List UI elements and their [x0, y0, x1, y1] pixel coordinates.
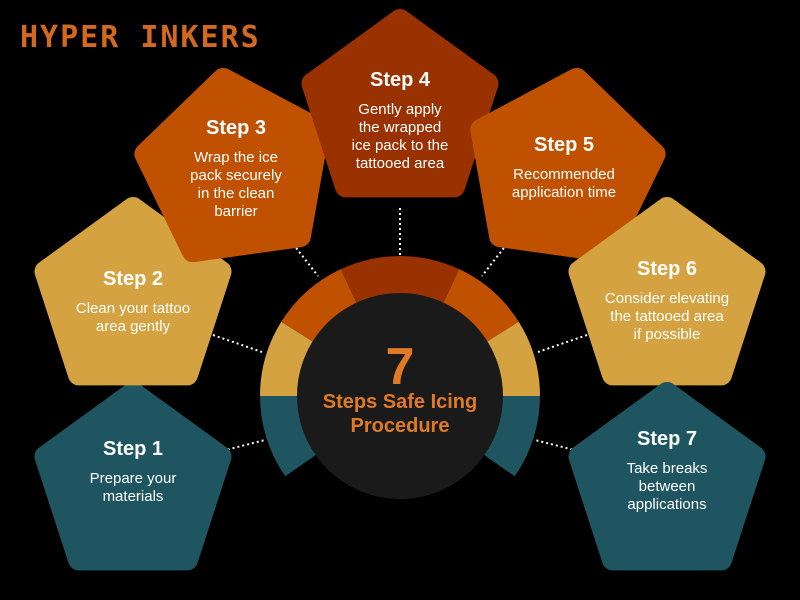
step-2-card — [34, 197, 232, 386]
connector-line-1 — [217, 439, 266, 453]
step-6-desc-line-2: the tattooed area — [610, 308, 724, 325]
ring-segment-1 — [260, 396, 320, 477]
step-3-desc-line-1: Wrap the ice — [194, 149, 278, 166]
center-title-line1: Steps Safe Icing — [323, 391, 478, 413]
ring-segment-5 — [441, 269, 519, 345]
step-6-card — [568, 197, 766, 386]
step-5-desc-line-1: Recommended — [513, 166, 615, 183]
ring-segment-7 — [480, 396, 540, 477]
step-1-title: Step 1 — [103, 438, 163, 460]
step-6-desc-line-1: Consider elevating — [605, 290, 729, 307]
step-3-desc-line-4: barrier — [214, 203, 257, 220]
step-4-desc-line-1: Gently apply — [358, 101, 442, 118]
step-5-desc-line-2: application time — [512, 184, 616, 201]
step-7-card — [568, 382, 766, 571]
center-circle — [297, 293, 503, 499]
step-7-desc-line-2: between — [639, 478, 696, 495]
ring-segment-3 — [281, 269, 359, 345]
step-6-desc-line-3: if possible — [634, 326, 701, 343]
ring-segment-4 — [340, 256, 460, 308]
step-7-desc-line-1: Take breaks — [627, 460, 708, 477]
step-5-card — [470, 67, 666, 263]
step-7-title: Step 7 — [637, 428, 697, 450]
step-4-desc-line-4: tattooed area — [356, 155, 445, 172]
step-1-card — [34, 382, 232, 571]
connector-line-2 — [212, 334, 263, 353]
step-5-title: Step 5 — [534, 134, 594, 156]
step-3-card — [134, 67, 330, 263]
step-2-desc-line-1: Clean your tattoo — [76, 300, 190, 317]
center-number: 7 — [386, 338, 415, 396]
step-3-desc-line-3: in the clean — [198, 185, 275, 202]
step-3-desc-line-2: pack securely — [190, 167, 282, 184]
center-title-line2: Procedure — [351, 415, 450, 437]
step-7-desc-line-3: applications — [627, 496, 706, 513]
brand-logo: HYPER INKERS — [20, 20, 261, 55]
step-4-desc-line-3: ice pack to the — [352, 137, 449, 154]
step-1-desc-line-2: materials — [103, 488, 164, 505]
step-4-desc-line-2: the wrapped — [359, 119, 442, 136]
connector-line-6 — [537, 334, 588, 353]
connector-line-7 — [534, 439, 583, 453]
step-6-title: Step 6 — [637, 258, 697, 280]
connector-lines — [212, 208, 588, 453]
step-2-desc-line-2: area gently — [96, 318, 171, 335]
step-2-title: Step 2 — [103, 268, 163, 290]
step-4-title: Step 4 — [370, 69, 431, 91]
step-3-title: Step 3 — [206, 117, 266, 139]
ring-segments — [260, 256, 540, 477]
step-1-desc-line-1: Prepare your — [90, 470, 177, 487]
step-4-card — [301, 9, 499, 198]
